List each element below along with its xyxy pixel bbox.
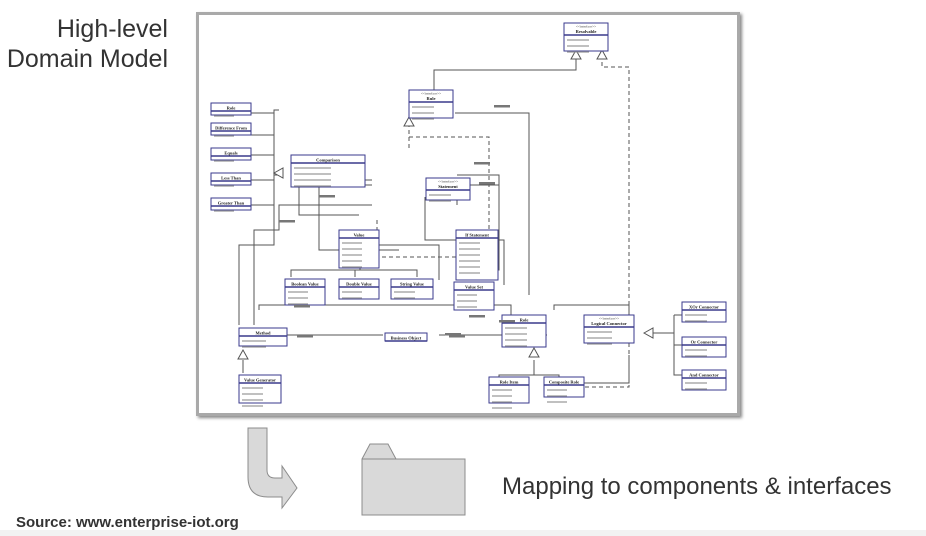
inheritance-arrow: [642, 327, 654, 339]
class-name: Role Item: [500, 380, 519, 385]
class-box: [453, 281, 495, 311]
association-line: [377, 244, 440, 280]
class-box: [210, 122, 252, 136]
class-name: Role: [227, 106, 236, 111]
association-label: [297, 335, 313, 338]
class-name: Role: [520, 318, 529, 323]
class-box: [210, 102, 252, 116]
inheritance-arrow: [272, 167, 284, 179]
class-name: Value: [354, 233, 365, 238]
folder-icon: [361, 443, 466, 516]
class-stereotype: <<interface>>: [421, 92, 441, 96]
footer-bar: [0, 530, 926, 536]
association-label: [499, 320, 515, 323]
association-label: [479, 182, 495, 185]
association-label: [494, 105, 510, 108]
inheritance-arrow: [596, 48, 608, 60]
class-stereotype: <<interface>>: [576, 25, 596, 29]
bent-arrow-icon: [247, 427, 298, 510]
class-box: [543, 376, 585, 398]
class-box: [681, 301, 727, 323]
association-line: [433, 55, 577, 100]
association-line: [360, 269, 418, 277]
association-line: [409, 136, 490, 245]
association-label: [319, 195, 335, 198]
mapping-caption: Mapping to components & interfaces: [502, 473, 892, 500]
class-box: [390, 278, 434, 300]
association-line: [455, 112, 530, 295]
class-box: [210, 172, 252, 186]
class-name: XOr Connector: [689, 305, 719, 310]
inheritance-arrow: [237, 348, 249, 360]
uml-diagram-canvas: Resolvable<<interface>>Rule<<interface>>…: [210, 22, 727, 409]
association-line: [457, 174, 500, 195]
class-name: Greater Than: [218, 201, 245, 206]
class-name: Or Connector: [691, 340, 718, 345]
association-label: [279, 220, 295, 223]
class-name: Value Generator: [244, 378, 276, 383]
class-name: Boolean Value: [291, 282, 318, 287]
association-line: [258, 304, 512, 315]
class-box: [210, 147, 252, 161]
association-line: [553, 304, 630, 315]
association-label: [445, 333, 461, 336]
class-name: Statement: [438, 184, 458, 189]
class-name: Business Object: [391, 336, 422, 341]
class-name: If Statement: [465, 233, 489, 238]
association-line: [549, 55, 630, 388]
association-label: [474, 162, 490, 165]
class-box: [681, 369, 727, 391]
class-name: And Connector: [689, 373, 719, 378]
class-box: [210, 197, 252, 211]
class-name: Less Than: [221, 176, 241, 181]
source-citation: Source: www.enterprise-iot.org: [16, 514, 239, 531]
inheritance-arrow: [570, 48, 582, 60]
inheritance-arrow: [403, 115, 415, 127]
class-stereotype: <<interface>>: [599, 317, 619, 321]
class-box: [238, 374, 282, 404]
class-stereotype: <<interface>>: [438, 180, 458, 184]
class-name: Difference From: [215, 126, 247, 131]
slide-title: High-level Domain Model: [7, 14, 168, 74]
class-name: Rule: [427, 96, 436, 101]
title-line-1: High-level: [56, 15, 168, 43]
association-label: [469, 315, 485, 318]
class-name: Method: [256, 331, 271, 336]
association-line: [253, 204, 372, 325]
association-line: [238, 109, 279, 325]
class-box: [338, 278, 380, 300]
association-line: [354, 269, 360, 277]
title-line-2: Domain Model: [6, 45, 168, 73]
class-name: Resolvable: [576, 29, 597, 34]
class-name: String Value: [400, 282, 424, 287]
inheritance-arrow: [528, 346, 540, 358]
association-label: [449, 335, 465, 338]
class-name: Comparison: [316, 158, 340, 163]
class-name: Equals: [224, 151, 238, 156]
class-box: [681, 336, 727, 358]
class-name: Double Value: [346, 282, 372, 287]
class-name: Composite Role: [549, 380, 579, 385]
class-name: Logical Connector: [591, 321, 627, 326]
class-name: Value Set: [465, 285, 483, 290]
domain-model-diagram: Resolvable<<interface>>Rule<<interface>>…: [196, 12, 740, 416]
class-box: [290, 154, 366, 188]
association-label: [294, 305, 310, 308]
